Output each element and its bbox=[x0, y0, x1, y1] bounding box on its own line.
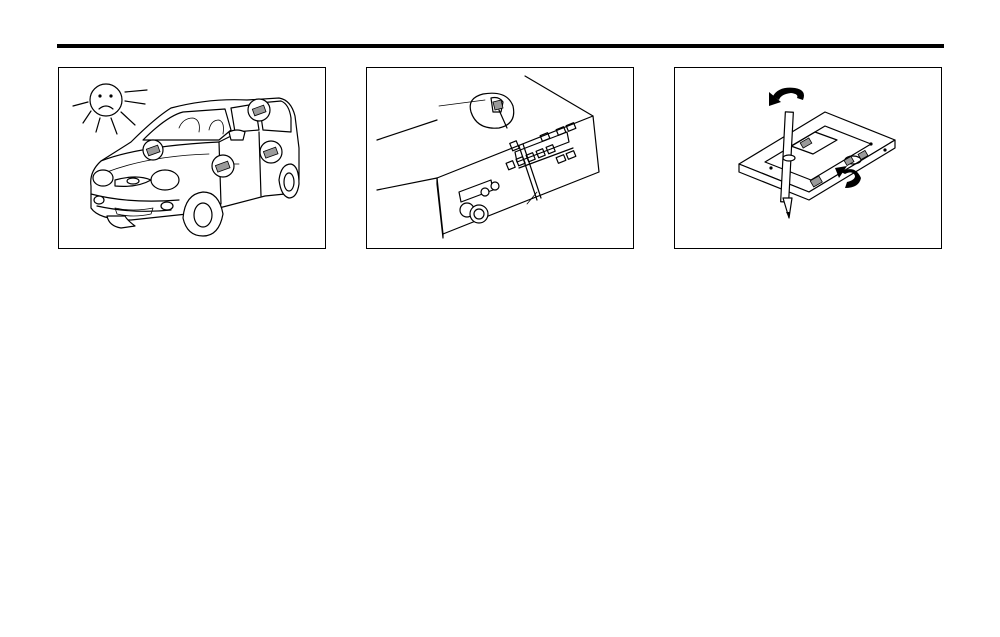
cassette-tape-rewind-pencil-illustration bbox=[738, 87, 896, 219]
cassette-player-cleaning-panel bbox=[366, 67, 634, 249]
cassette-player-cleaning-illustration bbox=[376, 75, 600, 239]
car-in-sun-panel bbox=[58, 67, 326, 249]
top-rule bbox=[57, 44, 944, 48]
cassette-tape-icon bbox=[738, 111, 896, 201]
cassette-in-car-icon bbox=[142, 98, 283, 178]
rotate-arrow-icon bbox=[769, 87, 861, 188]
car-icon bbox=[90, 97, 300, 237]
pencil-icon bbox=[780, 111, 796, 219]
cleaning-swab-icon bbox=[438, 92, 542, 205]
car-in-sun-illustration bbox=[72, 83, 300, 237]
cassette-rewind-panel bbox=[674, 67, 942, 249]
sad-sun-icon bbox=[72, 83, 148, 135]
